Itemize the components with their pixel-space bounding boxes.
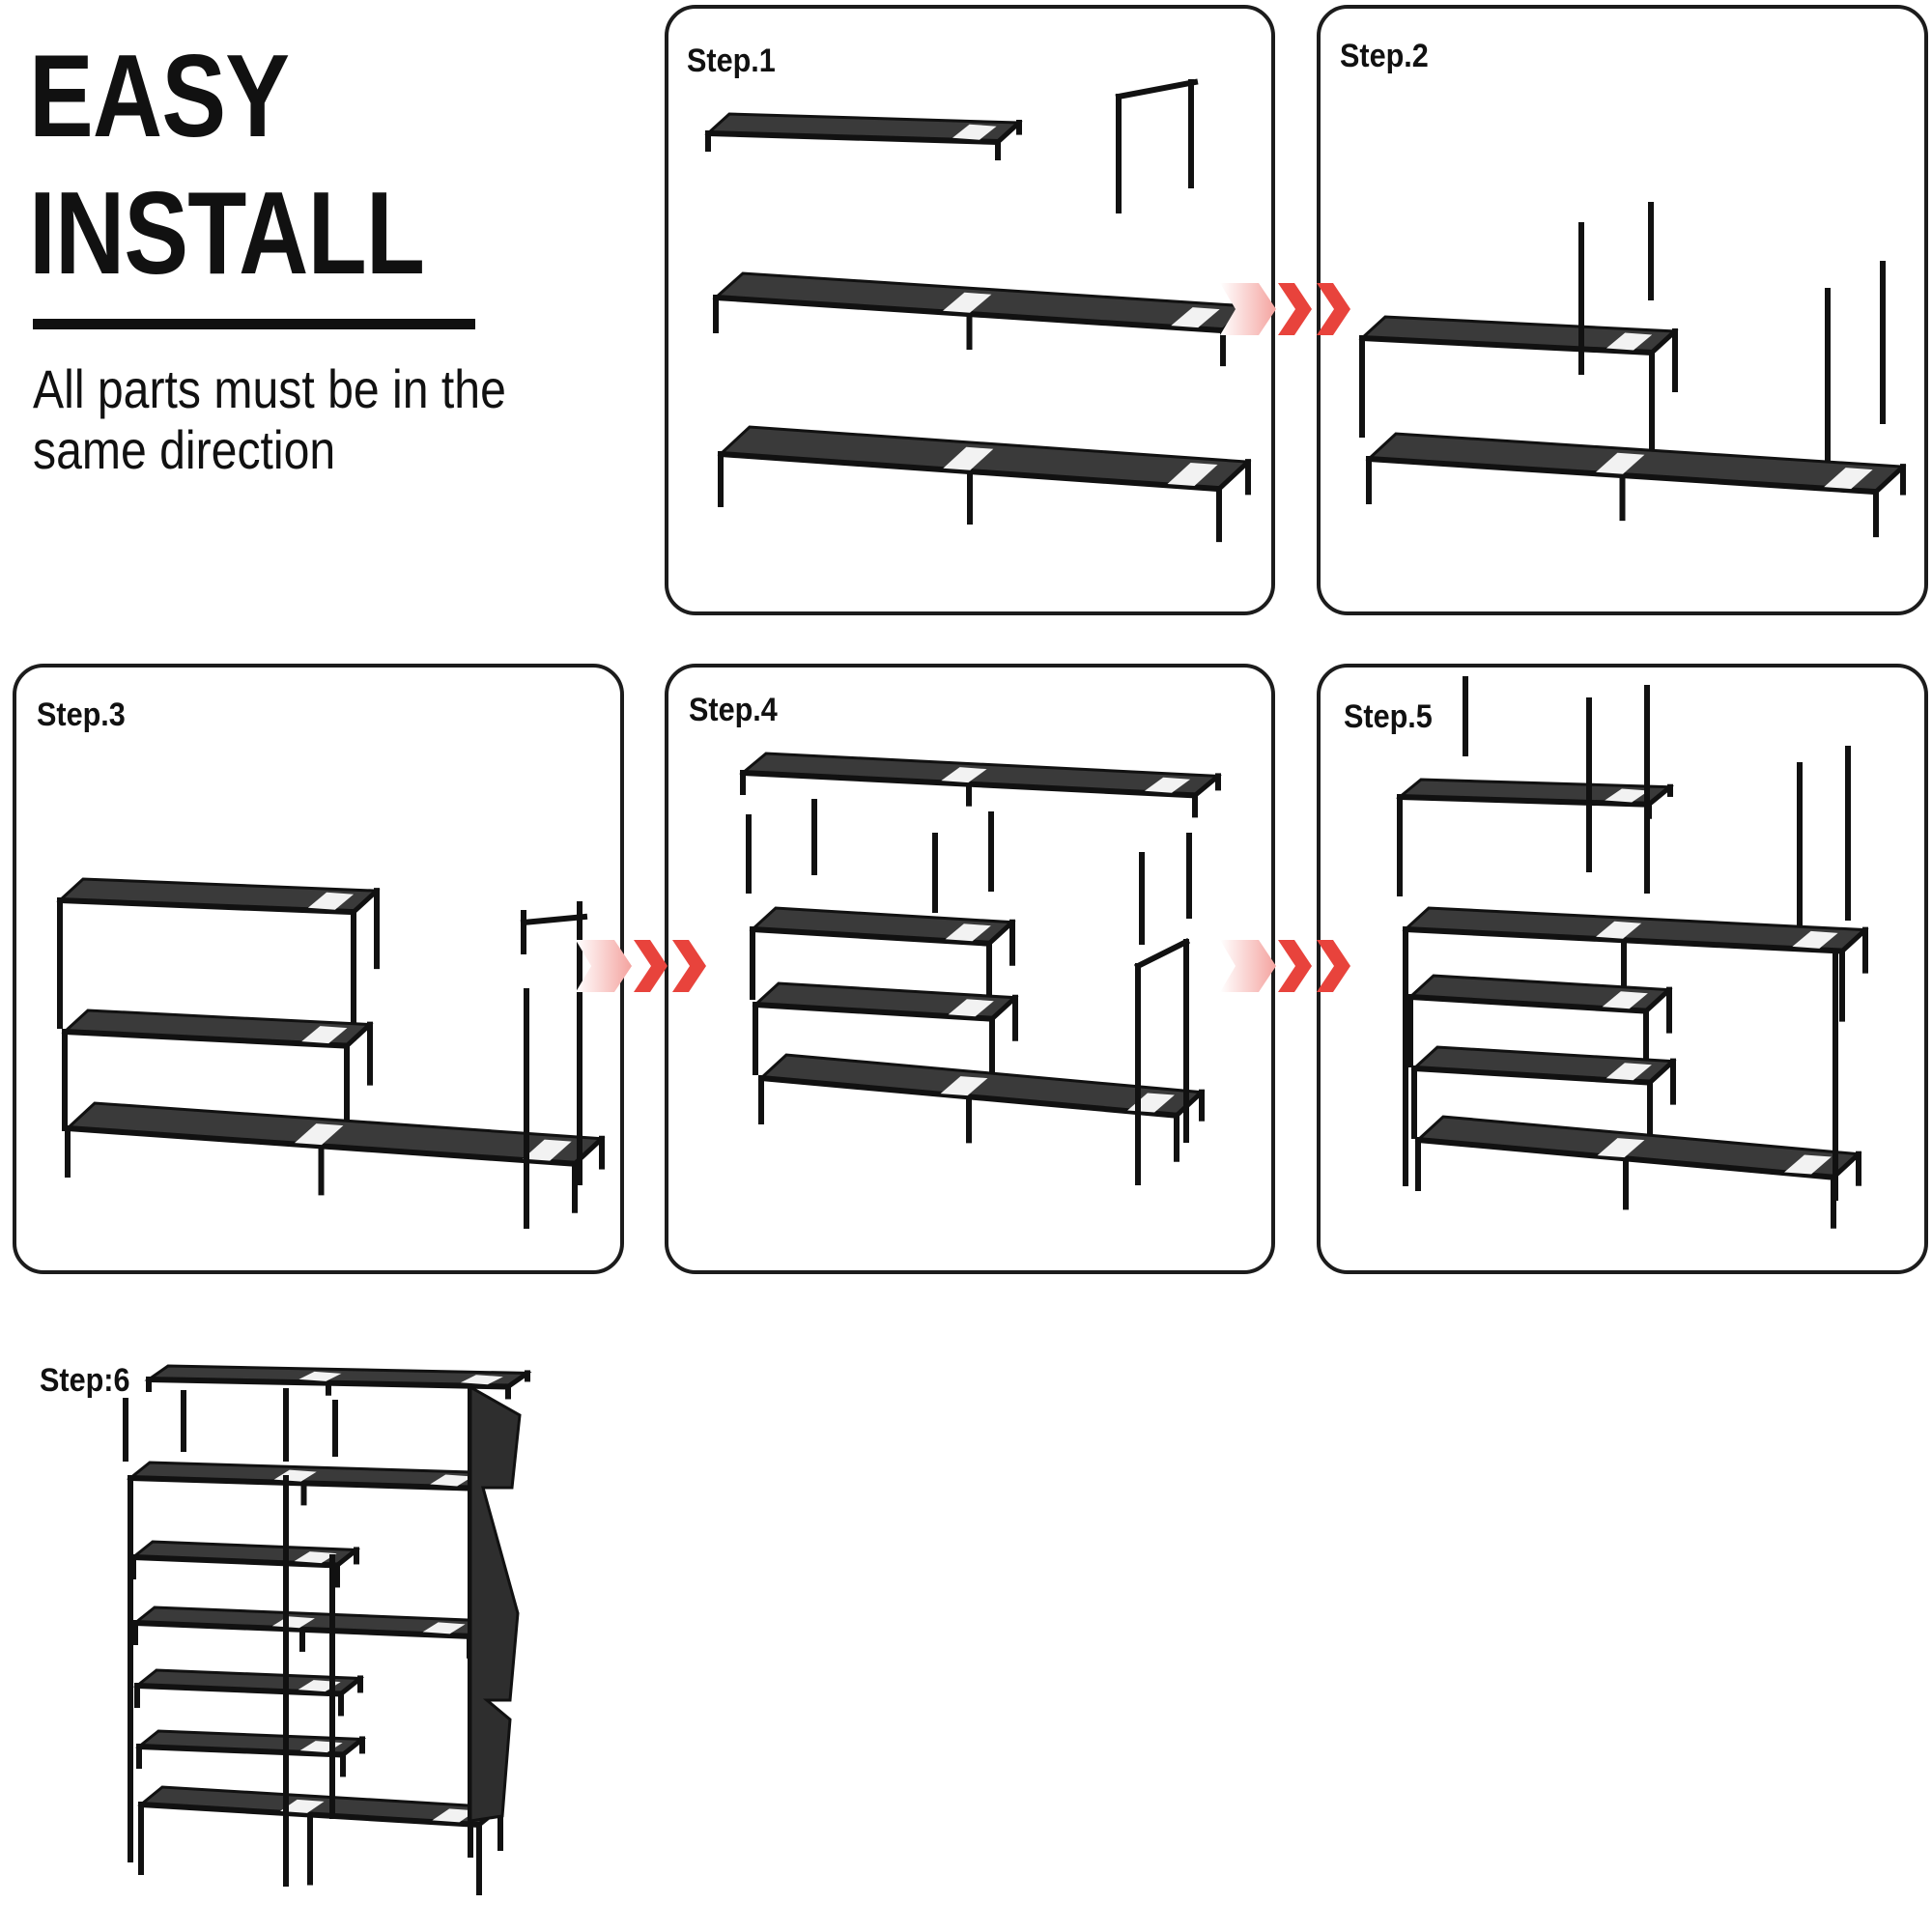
connector-strip [432, 1808, 477, 1823]
connector-strip [948, 999, 994, 1017]
connector-strip [943, 292, 992, 313]
shelf-side-rail [996, 121, 1021, 144]
hanging-organizer [469, 1384, 522, 1823]
connector-strip [1605, 788, 1649, 803]
subtitle-line-2: same direction [33, 419, 336, 480]
connector-strip [1784, 1154, 1832, 1175]
shelf-side-rail [335, 1548, 358, 1568]
connector-strip [295, 1123, 344, 1146]
connector-strip [1605, 1063, 1652, 1081]
heading-underline [33, 319, 475, 329]
arrow-chevron-icon [1317, 940, 1350, 992]
shelf-side-rail [341, 1737, 364, 1757]
connector-strip [1167, 463, 1218, 487]
frame-pole [520, 913, 588, 926]
shelf-front-rail [138, 1744, 344, 1758]
heading-install: INSTALL [29, 167, 425, 298]
arrow-chevron-icon [672, 940, 706, 992]
shelf-side-rail [1193, 774, 1220, 798]
connector-strip [940, 1076, 988, 1096]
arrow-fade-chevron [576, 940, 632, 992]
shelf-side-rail [1644, 987, 1671, 1013]
connector-strip [294, 1551, 337, 1564]
connector-strip [1606, 332, 1653, 351]
connector-strip [1171, 307, 1220, 328]
connector-strip [460, 1375, 503, 1385]
shelf-front-rail [707, 130, 999, 145]
shelf-front-rail [132, 1554, 338, 1569]
connector-strip [1792, 930, 1838, 949]
step-6-label: Step:6 [40, 1362, 130, 1399]
connector-strip [298, 1371, 342, 1381]
connector-strip [1596, 921, 1642, 939]
connector-strip [1597, 1138, 1645, 1158]
shelf-side-rail [345, 1022, 372, 1048]
connector-strip [422, 1622, 466, 1634]
subtitle-line-1: All parts must be in the [33, 358, 506, 419]
shelf-side-rail [1648, 1059, 1675, 1085]
shelf-side-rail [352, 889, 379, 915]
shelf-front-rail [59, 897, 355, 916]
connector-strip [943, 446, 994, 470]
heading-easy: EASY [29, 30, 290, 161]
connector-strip [1824, 468, 1873, 490]
step-1-label: Step.1 [687, 43, 776, 79]
frame-pole [1115, 78, 1199, 100]
shelf-front-rail [1413, 1065, 1651, 1086]
arrow-chevron-icon [1278, 283, 1312, 335]
shelf-side-rail [987, 920, 1014, 946]
shelf-front-rail [752, 926, 990, 947]
connector-strip [430, 1474, 473, 1487]
connector-strip [1602, 991, 1648, 1009]
shelf-front-rail [64, 1029, 348, 1049]
step-5-label: Step.5 [1344, 698, 1433, 735]
arrow-chevron-icon [1317, 283, 1350, 335]
shelf-side-rail [506, 1371, 529, 1389]
shelf-side-rail [1650, 329, 1677, 355]
arrow-chevron-icon [1278, 940, 1312, 992]
shelf-side-rail [990, 995, 1017, 1021]
connector-strip [280, 1799, 325, 1813]
connector-strip [945, 923, 991, 942]
shelf-front-rail [754, 1002, 993, 1022]
shelf-side-rail [1217, 460, 1250, 491]
shelf-front-rail [1399, 794, 1650, 808]
connector-strip [307, 892, 355, 910]
shelf-side-rail [1874, 465, 1905, 494]
connector-strip [1144, 777, 1191, 793]
arrow-fade-chevron [1220, 940, 1276, 992]
step-3-label: Step.3 [37, 696, 126, 733]
shelf-side-rail [1840, 927, 1867, 953]
connector-strip [271, 1616, 315, 1629]
shelf-front-rail [136, 1683, 342, 1697]
step-2-label: Step.2 [1340, 38, 1429, 74]
arrow-fade-chevron [1220, 283, 1276, 335]
connector-strip [941, 767, 987, 783]
shelf-front-rail [1361, 335, 1653, 355]
frame-pole [1133, 937, 1191, 971]
connector-strip [1596, 452, 1645, 474]
shelf-side-rail [1647, 784, 1672, 807]
connector-strip [952, 124, 997, 140]
shelf-side-rail [339, 1676, 362, 1696]
shelf-front-rail [1409, 994, 1647, 1014]
connector-strip [523, 1139, 572, 1161]
step-4-label: Step.4 [689, 692, 778, 728]
connector-strip [301, 1026, 348, 1044]
arrow-chevron-icon [634, 940, 668, 992]
